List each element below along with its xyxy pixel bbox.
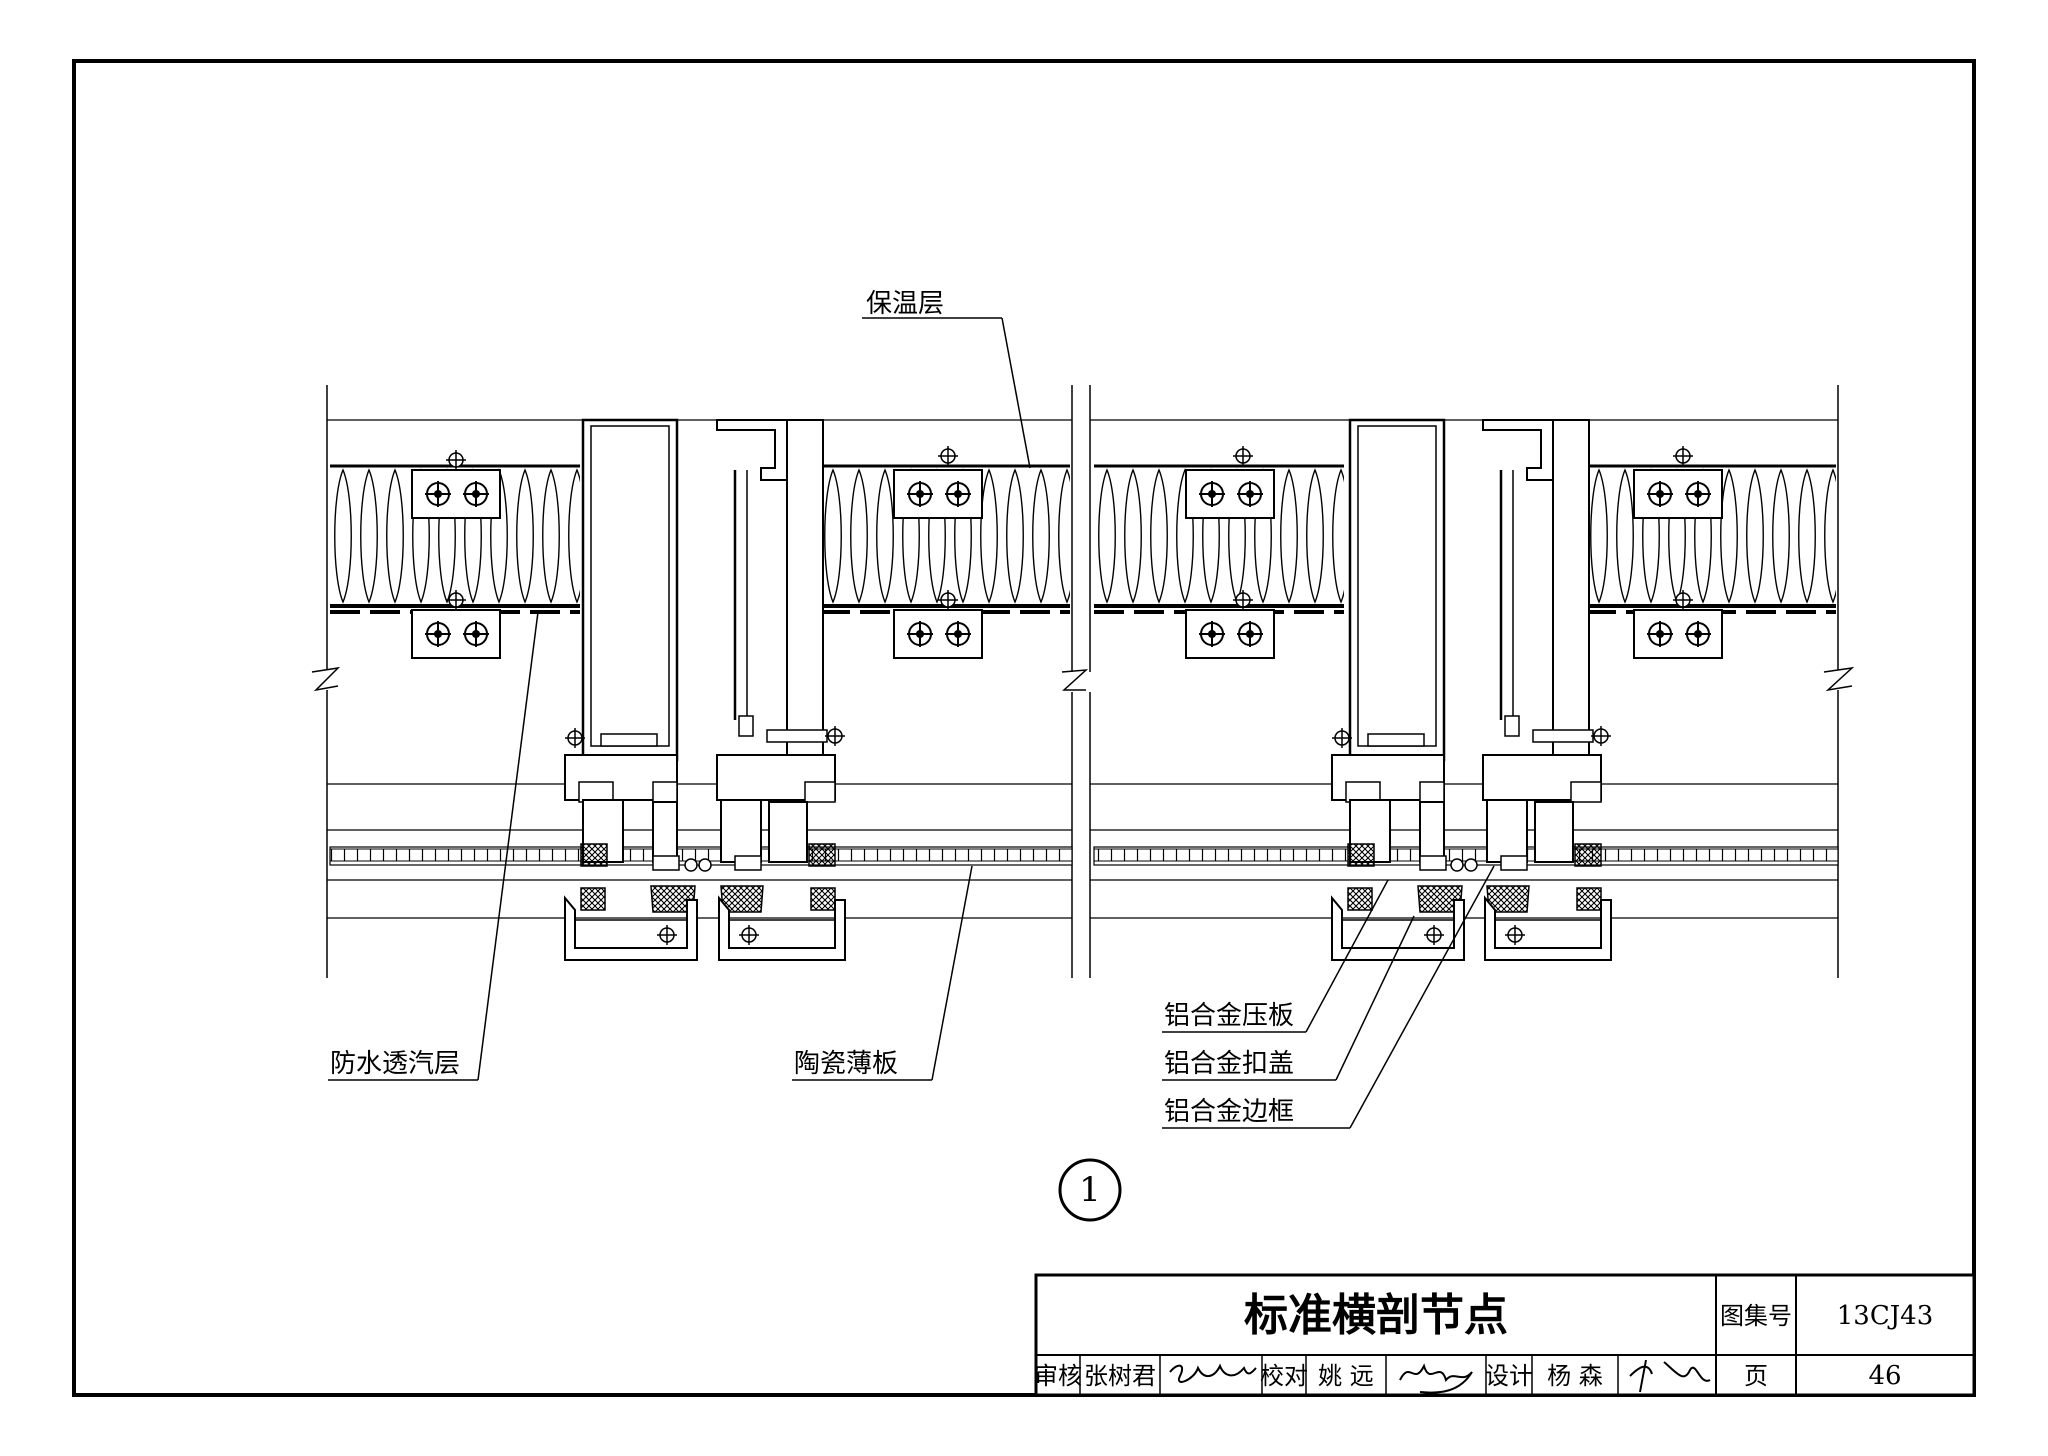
page-value: 46 [1868, 1361, 1901, 1391]
leader-pressure-plate [1162, 879, 1389, 1033]
sheet-border [72, 59, 1976, 1397]
label-frame: 铝合金边框 [1164, 1097, 1294, 1127]
label-ceramic: 陶瓷薄板 [794, 1049, 898, 1079]
leader-cover [1162, 915, 1415, 1081]
atlas-label: 图集号 [1720, 1302, 1792, 1330]
label-cover: 铝合金扣盖 [1164, 1049, 1294, 1079]
label-insulation: 保温层 [866, 289, 944, 319]
detail-number-circle [1058, 1158, 1122, 1222]
leader-waterproof [328, 611, 539, 1081]
section-right [1089, 385, 1855, 978]
check-name: 姚 远 [1318, 1362, 1374, 1390]
leader-frame [1162, 865, 1495, 1129]
check-label: 校对 [1260, 1362, 1308, 1390]
label-waterproof: 防水透汽层 [330, 1049, 460, 1079]
design-label: 设计 [1485, 1362, 1533, 1390]
label-pressure-plate: 铝合金压板 [1164, 1001, 1294, 1031]
leader-insulation [862, 317, 1031, 469]
signature-check [1399, 1363, 1473, 1394]
title-block-title: 标准横剖节点 [1244, 1290, 1508, 1341]
page-label: 页 [1744, 1362, 1768, 1390]
section-left [311, 385, 1089, 978]
review-name: 张树君 [1084, 1362, 1156, 1390]
signature-review [1169, 1363, 1257, 1383]
design-name: 杨 森 [1547, 1362, 1603, 1390]
detail-number: 1 [1079, 1170, 1101, 1210]
review-label: 审核 [1034, 1362, 1082, 1390]
leader-ceramic [792, 865, 973, 1081]
atlas-value: 13CJ43 [1837, 1301, 1933, 1331]
signature-design [1629, 1359, 1711, 1393]
